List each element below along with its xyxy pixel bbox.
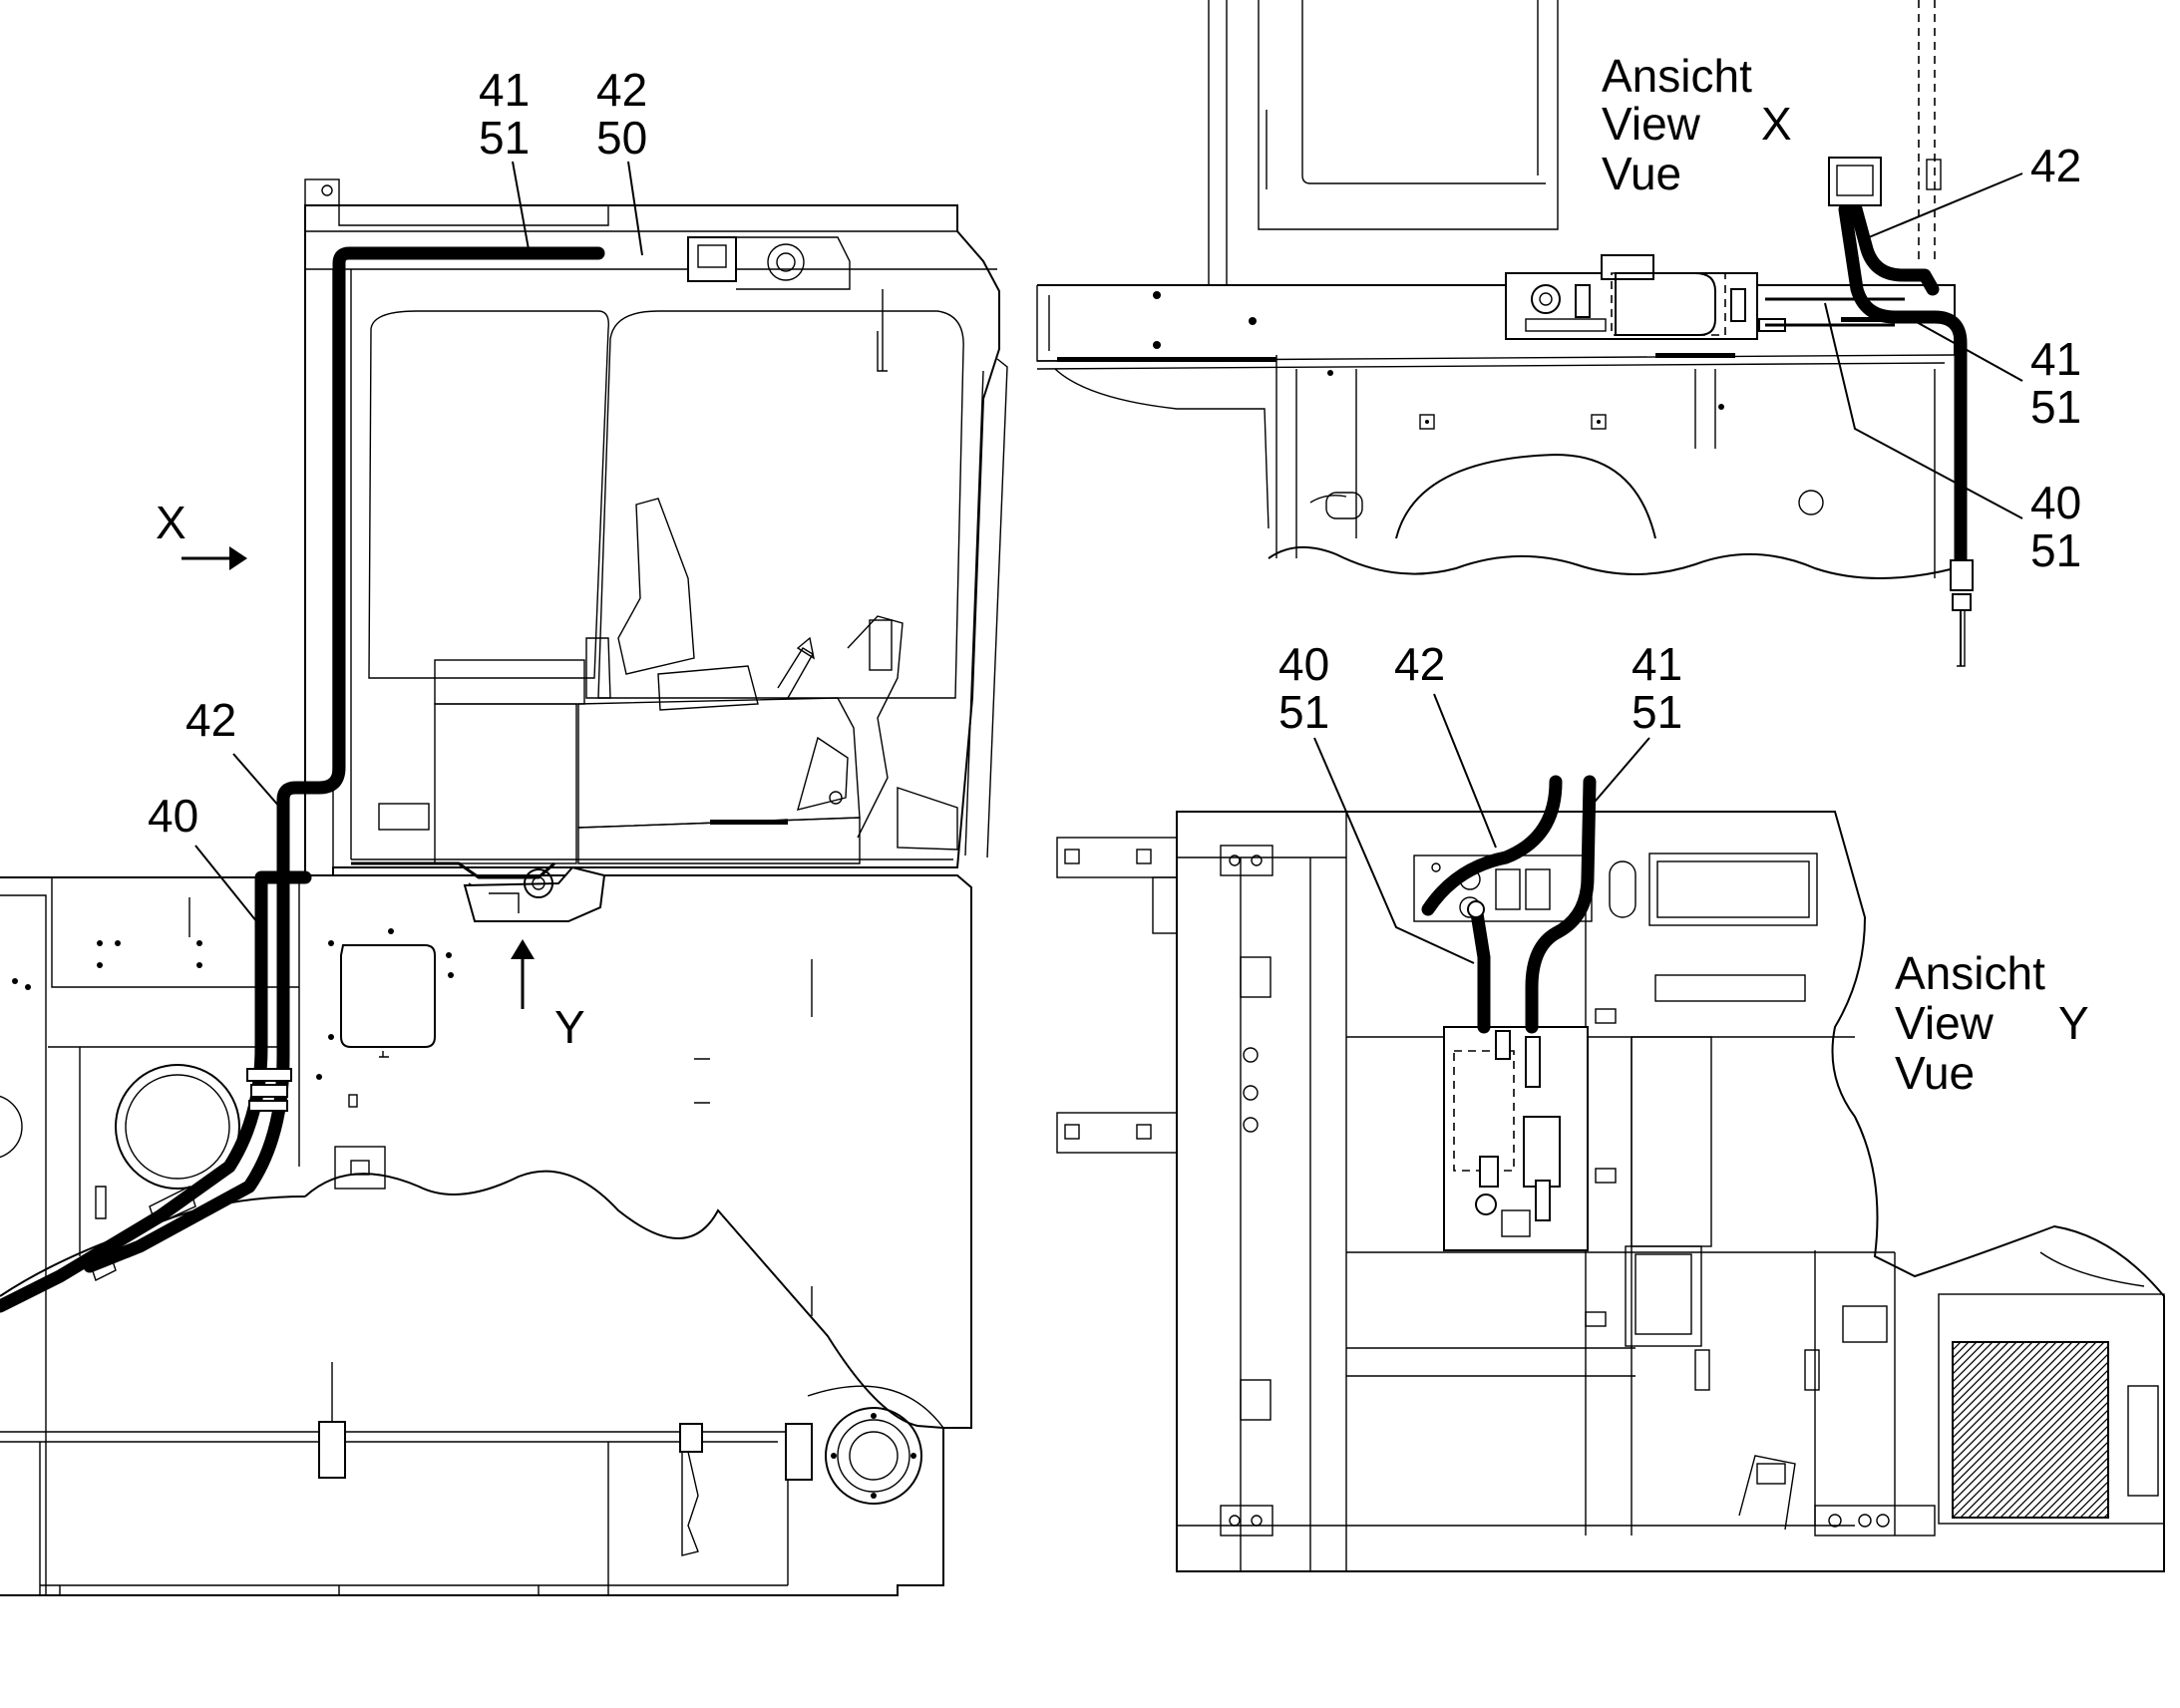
view-x-callout-42: 42	[1868, 140, 2081, 238]
view-y-callout-41-51-line1: 41	[1632, 638, 1682, 690]
view-y-callout-40-51-line2: 51	[1278, 686, 1329, 738]
view-x-callout-41-51: 41 51	[1914, 320, 2081, 433]
view-y-title-line1: Ansicht	[1895, 947, 2045, 999]
callout-40-left-label: 40	[148, 790, 198, 842]
hose-route-main	[0, 246, 606, 1313]
view-arrow-x-label: X	[156, 497, 186, 548]
view-x-hoses	[1765, 157, 1974, 667]
view-y-callout-42-label: 42	[1394, 638, 1445, 690]
view-x-callout-41-51-line2: 51	[2030, 381, 2081, 433]
operator-cab	[304, 178, 1008, 876]
view-y-hoses	[1421, 775, 1597, 1034]
callout-42-left: 42	[185, 694, 288, 817]
main-side-view: X Y 41 51 42 50 42 40	[0, 64, 1008, 1596]
view-x-title-line1: Ansicht	[1602, 50, 1752, 102]
view-arrow-x: X	[156, 497, 247, 570]
callout-40-left: 40	[148, 790, 262, 928]
callout-41-51-line1: 41	[479, 64, 530, 116]
callout-42-50-line1: 42	[596, 64, 647, 116]
view-y-pump-unit	[1443, 1026, 1589, 1251]
view-y-callout-41-51: 41 51	[1589, 638, 1682, 809]
callout-41-51-line2: 51	[479, 112, 530, 164]
view-y-callout-41-51-line2: 51	[1632, 686, 1682, 738]
radiator-grille	[1952, 1341, 2109, 1519]
view-x-letter: X	[1761, 98, 1792, 150]
view-y-detail: Ansicht View Vue Y 40 51 42 41 51	[1056, 638, 2165, 1572]
view-y-letter: Y	[2058, 997, 2089, 1049]
lower-chassis	[0, 874, 972, 1596]
view-arrow-y: Y	[511, 939, 585, 1053]
callout-42-50-line2: 50	[596, 112, 647, 164]
view-x-callout-41-51-line1: 41	[2030, 333, 2081, 385]
callout-42-left-label: 42	[185, 694, 236, 746]
view-y-title: Ansicht View Vue Y	[1895, 947, 2089, 1099]
view-x-callout-40-51: 40 51	[1824, 302, 2081, 576]
callout-41-51: 41 51	[479, 64, 530, 250]
view-y-callout-40-51: 40 51	[1278, 638, 1475, 964]
callout-42-50: 42 50	[596, 64, 647, 256]
view-y-title-line3: Vue	[1895, 1047, 1975, 1099]
view-x-title-line3: Vue	[1602, 148, 1681, 199]
view-x-callout-40-51-line2: 51	[2030, 524, 2081, 576]
view-x-pump-unit	[1505, 254, 1786, 340]
view-y-callout-42: 42	[1394, 638, 1497, 849]
view-x-title: Ansicht View Vue X	[1602, 50, 1792, 199]
view-y-title-line2: View	[1895, 997, 1995, 1049]
operator-seat	[378, 498, 958, 864]
view-x-detail: Ansicht View Vue X 42 41 51 40 51	[1036, 0, 2081, 667]
view-x-callout-42-label: 42	[2030, 140, 2081, 191]
view-arrow-y-label: Y	[554, 1001, 585, 1053]
view-y-callout-40-51-line1: 40	[1278, 638, 1329, 690]
view-x-title-line2: View	[1602, 98, 1701, 150]
view-x-callout-40-51-line1: 40	[2030, 477, 2081, 528]
